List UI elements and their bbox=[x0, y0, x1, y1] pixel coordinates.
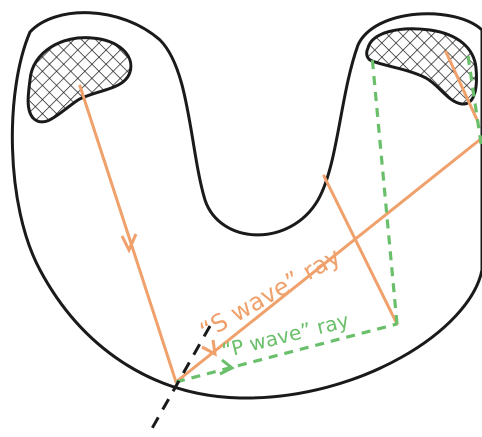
left-hatched-region bbox=[28, 38, 131, 122]
right-hatched-region bbox=[367, 29, 477, 104]
s-wave-incident-ray bbox=[80, 86, 176, 382]
